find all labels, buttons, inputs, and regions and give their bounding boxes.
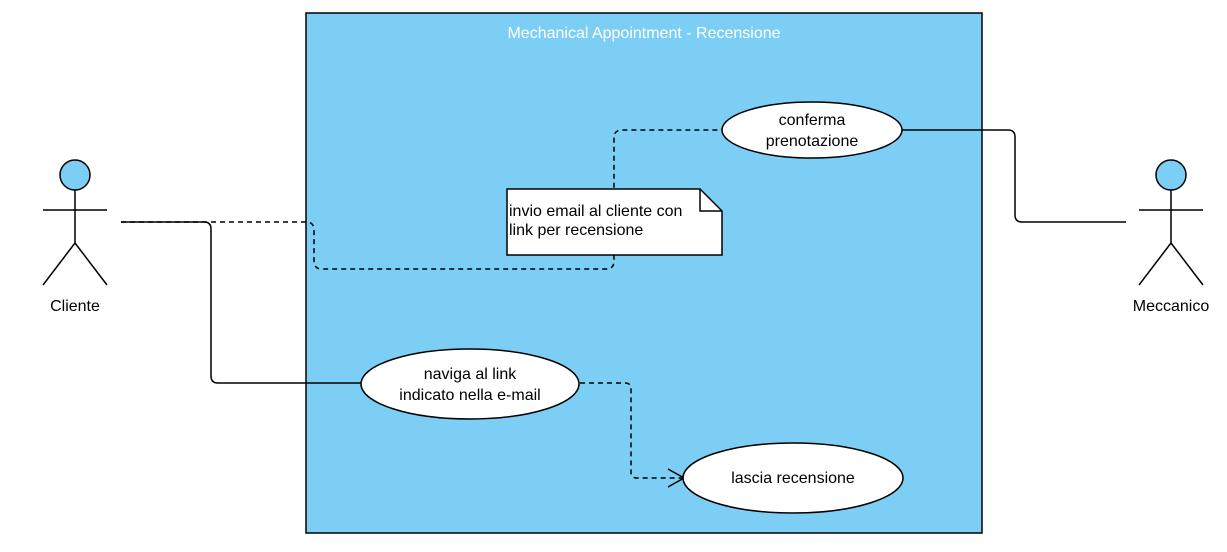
use-case-label-line-1: conferma: [779, 112, 846, 129]
note-line-1: invio email al cliente con: [509, 203, 682, 220]
note: invio email al cliente con link per rece…: [506, 188, 723, 256]
use-case-shape: [721, 101, 903, 159]
actor-cliente: Cliente: [42, 159, 108, 315]
system-boundary: [305, 12, 983, 534]
dashed-arrow-naviga-lascia: [580, 382, 684, 479]
association-meccanico-conferma: [901, 129, 1126, 223]
system-title: Mechanical Appointment - Recensione: [507, 25, 780, 42]
note-line-2: link per recensione: [509, 222, 643, 239]
dashed-link-cliente-conferma: [121, 129, 723, 270]
actor-label-cliente: Cliente: [50, 298, 100, 315]
use-case-label: lascia recensione: [731, 470, 855, 487]
use-case-shape: [360, 348, 580, 420]
note-shape: [506, 188, 723, 256]
use-case-conferma-prenotazione: conferma prenotazione: [721, 101, 903, 159]
actor-stick-figure-icon: [42, 159, 108, 286]
use-case-shape: [682, 442, 904, 514]
actor-meccanico: Meccanico: [1133, 159, 1210, 315]
actor-label-meccanico: Meccanico: [1133, 298, 1210, 315]
use-case-naviga-al-link: naviga al link indicato nella e-mail: [360, 348, 580, 420]
note-fold: [699, 189, 722, 212]
use-case-label-line-1: naviga al link: [424, 366, 518, 383]
use-case-label-line-2: prenotazione: [766, 133, 859, 150]
use-case-lascia-recensione: lascia recensione: [682, 442, 904, 514]
use-case-label-line-2: indicato nella e-mail: [399, 387, 540, 404]
actor-stick-figure-icon: [1138, 159, 1204, 286]
